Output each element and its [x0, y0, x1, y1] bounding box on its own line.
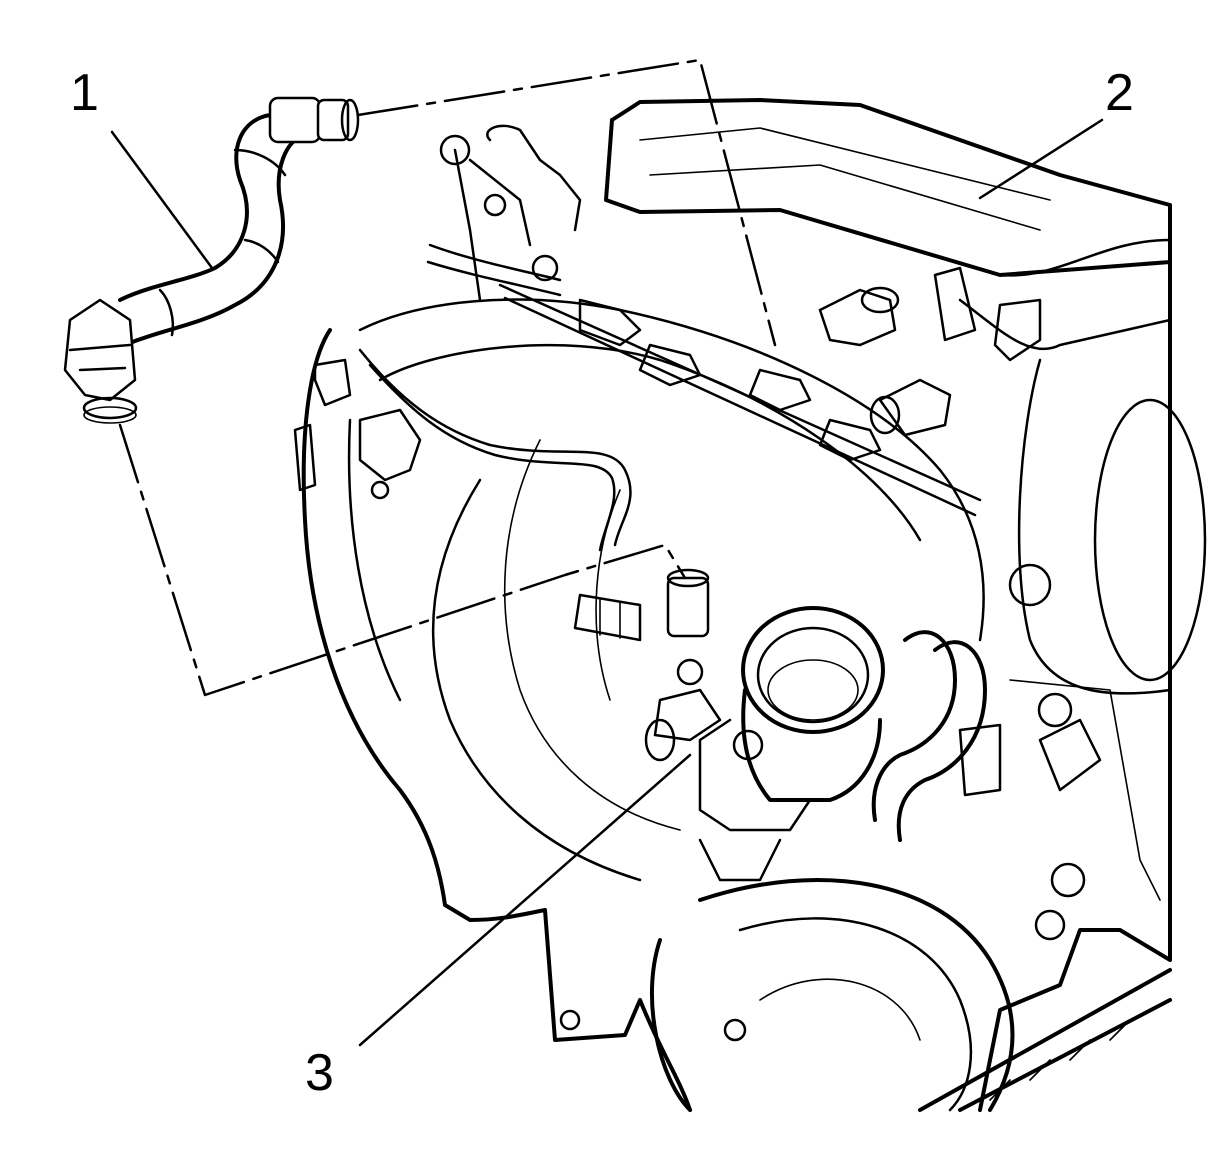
connection-line-upper	[356, 58, 777, 347]
drive-belt	[918, 968, 1172, 1112]
vacuum-hose	[358, 348, 632, 552]
front-cover	[649, 878, 1015, 1112]
connection-lines	[118, 58, 777, 697]
manifold-hose-port	[573, 568, 710, 642]
intake-manifold	[301, 328, 692, 1112]
callout-1: 1	[70, 64, 99, 122]
callouts: 1 2 3	[70, 64, 1134, 1102]
upper-port	[818, 266, 1042, 437]
camshaft-cover	[604, 98, 1172, 277]
hose-item-1	[63, 96, 360, 424]
callout-2: 2	[1105, 64, 1134, 122]
callout-3: 3	[305, 1044, 334, 1102]
throttle-body	[644, 606, 885, 882]
leader-line-3	[358, 753, 692, 1047]
fuel-rail	[498, 283, 982, 517]
leader-line-1	[110, 130, 214, 270]
coolant-hose	[871, 630, 987, 842]
engine-assembly	[293, 98, 1207, 1112]
leader-line-2	[978, 118, 1104, 200]
sensor-connector	[358, 408, 422, 482]
mounting-bracket	[453, 124, 582, 302]
connection-line-lower	[118, 423, 687, 697]
engine-block-right	[978, 260, 1172, 1112]
